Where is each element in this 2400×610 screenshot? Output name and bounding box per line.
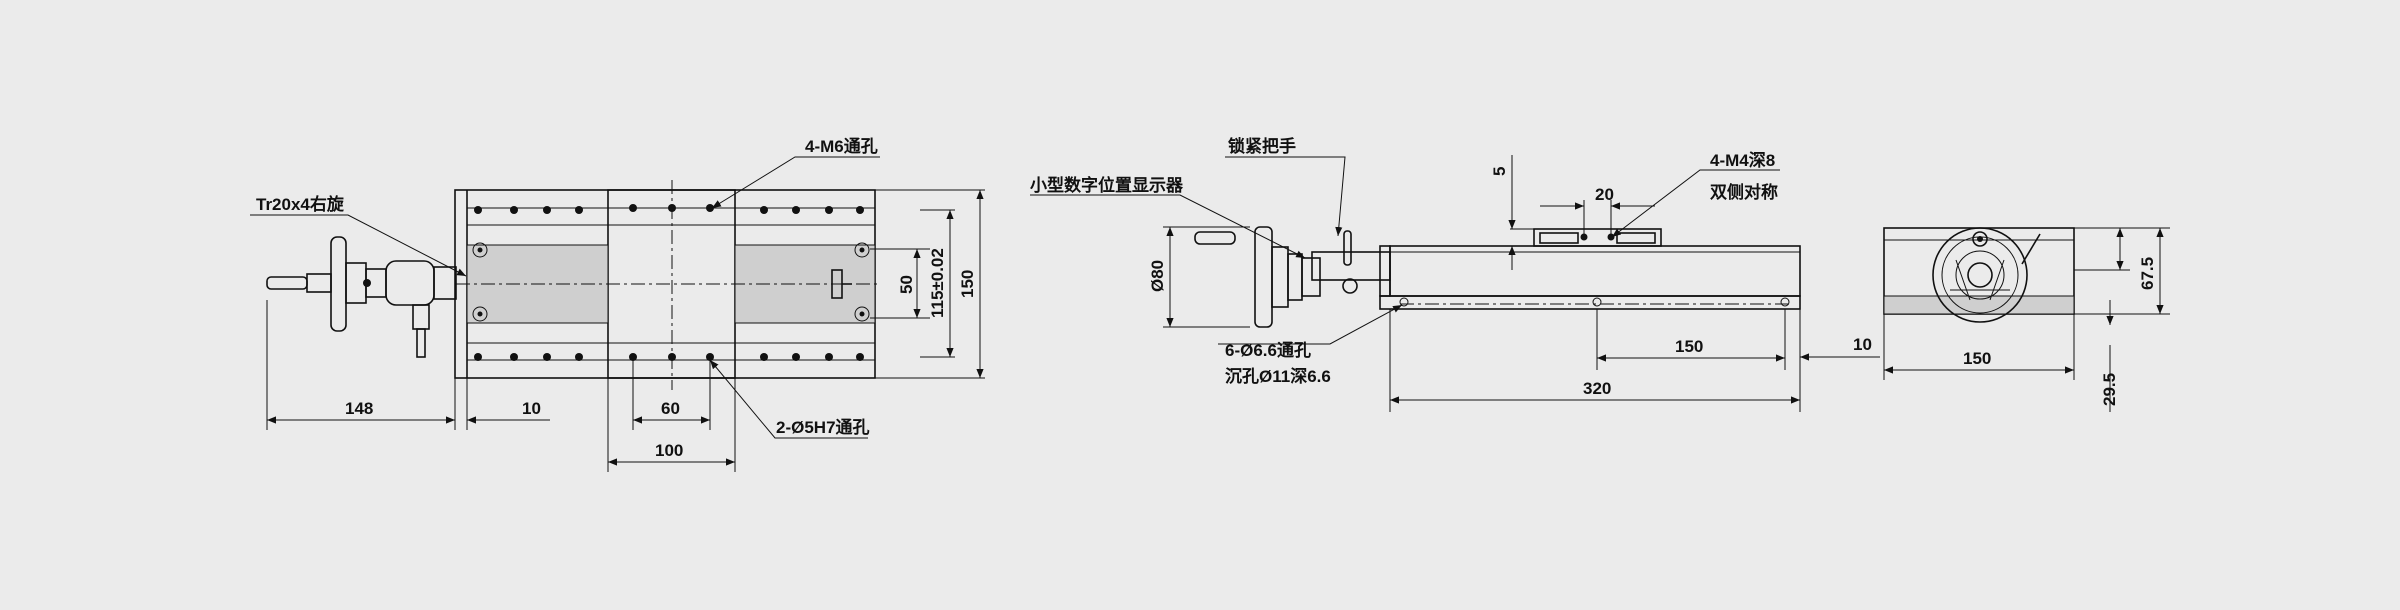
dim-50: 50 xyxy=(897,275,916,294)
side-view xyxy=(1030,155,1880,412)
top-view xyxy=(250,156,985,472)
dim-29-5: 29.5 xyxy=(2100,373,2119,406)
dim-67-5: 67.5 xyxy=(2138,257,2157,290)
dim-148: 148 xyxy=(345,399,373,418)
symmetric-label: 双侧对称 xyxy=(1710,182,1778,202)
m6-holes-label: 4-M6通孔 xyxy=(805,137,878,156)
dim-5: 5 xyxy=(1490,167,1509,176)
dim-150-end: 150 xyxy=(1963,349,1991,368)
handwheel-top xyxy=(266,236,457,358)
dim-20: 20 xyxy=(1595,185,1614,204)
thread-label: Tr20x4右旋 xyxy=(256,194,345,214)
pin-holes-label: 2-Ø5H7通孔 xyxy=(776,418,870,437)
display-label: 小型数字位置显示器 xyxy=(1030,175,1184,195)
lock-handle-label: 锁紧把手 xyxy=(1228,136,1296,156)
through-holes-label: 6-Ø6.6通孔 xyxy=(1225,341,1311,360)
dim-60: 60 xyxy=(661,399,680,418)
dim-320: 320 xyxy=(1583,379,1611,398)
annotations: Tr20x4右旋 4-M6通孔 2-Ø5H7通孔 小型数字位置显示器 锁紧把手 … xyxy=(256,136,2157,460)
dim-150-side: 150 xyxy=(1675,337,1703,356)
dim-80: Ø80 xyxy=(1148,260,1167,292)
dim-100: 100 xyxy=(655,441,683,460)
dim-115: 115±0.02 xyxy=(928,248,947,318)
end-view xyxy=(1883,227,2170,412)
dim-10-mid: 10 xyxy=(1853,335,1872,354)
m4-holes-label: 4-M4深8 xyxy=(1710,150,1775,170)
dim-10-left: 10 xyxy=(522,399,541,418)
dim-150-right: 150 xyxy=(958,270,977,298)
counterbore-label: 沉孔Ø11深6.6 xyxy=(1225,366,1331,386)
